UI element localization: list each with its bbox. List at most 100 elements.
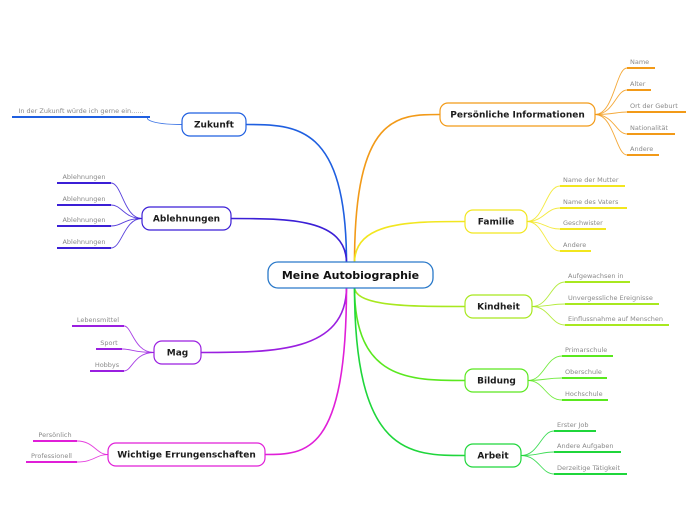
branch-label-persoenlich: Persönliche Informationen <box>450 111 584 121</box>
leaf-node-zukunft-0[interactable]: In der Zukunft würde ich gerne ein...... <box>12 107 150 118</box>
leaf-node-bildung-1[interactable]: Oberschule <box>562 368 607 379</box>
leaf-node-persoenlich-1[interactable]: Alter <box>627 80 651 91</box>
leaf-label: Sport <box>100 339 118 347</box>
branch-label-ablehnungen: Ablehnungen <box>153 215 220 225</box>
branch-connectors <box>200 113 466 457</box>
connector-kindheit <box>353 286 466 308</box>
leaf-connectors <box>76 67 628 475</box>
connector-arbeit <box>353 286 466 457</box>
leaf-label: Name der Mutter <box>563 176 619 184</box>
branch-node-bildung[interactable]: Bildung <box>464 368 529 393</box>
leaf-node-ablehnungen-3[interactable]: Ablehnungen <box>57 238 111 249</box>
leaf-node-familie-2[interactable]: Geschwister <box>560 219 606 230</box>
branch-node-kindheit[interactable]: Kindheit <box>464 294 533 319</box>
leaf-connector-persoenlich-1 <box>594 89 628 115</box>
leaf-label: Andere <box>630 145 653 153</box>
leaf-connector-arbeit-2 <box>520 455 555 475</box>
leaf-label: Persönlich <box>38 431 71 439</box>
leaf-node-errungenschaften-1[interactable]: Professionell <box>26 452 77 463</box>
branch-label-errungenschaften: Wichtige Errungenschaften <box>117 451 256 461</box>
leaf-node-familie-3[interactable]: Andere <box>560 241 591 252</box>
leaf-node-ablehnungen-1[interactable]: Ablehnungen <box>57 195 111 206</box>
leaf-node-persoenlich-0[interactable]: Name <box>627 58 655 69</box>
leaf-label: Andere <box>563 241 586 249</box>
leaf-label: Name des Vaters <box>563 198 619 206</box>
leaf-node-bildung-2[interactable]: Hochschule <box>562 390 608 401</box>
leaf-node-familie-1[interactable]: Name des Vaters <box>560 198 627 209</box>
branch-node-arbeit[interactable]: Arbeit <box>464 443 522 468</box>
leaf-connector-familie-3 <box>526 221 561 252</box>
branch-label-bildung: Bildung <box>477 377 516 387</box>
leaf-node-kindheit-1[interactable]: Unvergessliche Ereignisse <box>565 294 659 305</box>
connector-mag <box>200 286 348 354</box>
branch-node-familie[interactable]: Familie <box>464 209 528 234</box>
connector-ablehnungen <box>230 217 348 264</box>
leaf-node-mag-1[interactable]: Sport <box>96 339 122 350</box>
leaf-node-errungenschaften-0[interactable]: Persönlich <box>33 431 77 442</box>
connector-bildung <box>353 286 466 382</box>
branch-node-ablehnungen[interactable]: Ablehnungen <box>141 206 232 231</box>
leaf-node-persoenlich-2[interactable]: Ort der Geburt <box>627 102 686 113</box>
leaf-label: Hobbys <box>95 361 120 369</box>
leaf-node-kindheit-0[interactable]: Aufgewachsen in <box>565 272 630 283</box>
leaf-connector-arbeit-1 <box>520 451 555 456</box>
leaf-label: Ort der Geburt <box>630 102 678 110</box>
leaf-connector-zukunft-0 <box>146 116 183 125</box>
leaf-connector-bildung-2 <box>527 380 563 401</box>
branch-node-mag[interactable]: Mag <box>153 340 202 365</box>
leaf-connector-ablehnungen-1 <box>110 204 143 219</box>
leaf-label: Ablehnungen <box>62 195 105 203</box>
leaf-node-mag-0[interactable]: Lebensmittel <box>72 316 124 327</box>
leaf-connector-mag-2 <box>123 352 155 372</box>
leaf-connector-persoenlich-4 <box>594 114 628 156</box>
branch-label-mag: Mag <box>167 349 188 359</box>
branch-label-kindheit: Kindheit <box>477 303 521 313</box>
leaf-connector-arbeit-0 <box>520 430 555 456</box>
connector-zukunft <box>245 123 348 264</box>
branch-node-persoenlich[interactable]: Persönliche Informationen <box>439 102 596 127</box>
leaf-label: Andere Aufgaben <box>557 442 614 450</box>
leaf-label: Derzeitige Tätigkeit <box>557 464 620 472</box>
leaf-label: Oberschule <box>565 368 602 376</box>
leaf-connector-ablehnungen-3 <box>110 218 143 249</box>
leaf-node-arbeit-1[interactable]: Andere Aufgaben <box>554 442 621 453</box>
leaf-connector-familie-0 <box>526 185 561 222</box>
leaf-node-ablehnungen-2[interactable]: Ablehnungen <box>57 216 111 227</box>
leaf-node-mag-2[interactable]: Hobbys <box>90 361 124 372</box>
central-topic-label: Meine Autobiographie <box>282 269 419 282</box>
leaf-connector-kindheit-0 <box>531 281 566 307</box>
leaf-connector-persoenlich-3 <box>594 114 628 135</box>
central-topic[interactable]: Meine Autobiographie <box>267 261 434 289</box>
leaf-nodes: In der Zukunft würde ich gerne ein......… <box>12 58 686 475</box>
leaf-node-bildung-0[interactable]: Primarschule <box>562 346 613 357</box>
leaf-node-ablehnungen-0[interactable]: Ablehnungen <box>57 173 111 184</box>
leaf-node-kindheit-2[interactable]: Einflussnahme auf Menschen <box>565 315 669 326</box>
leaf-connector-bildung-0 <box>527 355 563 381</box>
leaf-connector-ablehnungen-0 <box>110 182 143 219</box>
leaf-connector-errungenschaften-1 <box>76 454 109 463</box>
leaf-label: Alter <box>630 80 646 88</box>
branch-label-zukunft: Zukunft <box>194 121 235 131</box>
branch-node-zukunft[interactable]: Zukunft <box>181 112 247 137</box>
leaf-label: Erster Job <box>557 421 588 429</box>
leaf-label: Geschwister <box>563 219 603 227</box>
leaf-node-persoenlich-3[interactable]: Nationalität <box>627 124 675 135</box>
branch-node-errungenschaften[interactable]: Wichtige Errungenschaften <box>107 442 266 467</box>
connector-persoenlich <box>353 113 441 264</box>
leaf-node-arbeit-2[interactable]: Derzeitige Tätigkeit <box>554 464 627 475</box>
leaf-label: Ablehnungen <box>62 238 105 246</box>
leaf-node-persoenlich-4[interactable]: Andere <box>627 145 659 156</box>
leaf-node-arbeit-0[interactable]: Erster Job <box>554 421 596 432</box>
leaf-label: Nationalität <box>630 124 668 132</box>
leaf-connector-familie-1 <box>526 207 561 222</box>
leaf-label: Aufgewachsen in <box>568 272 623 280</box>
leaf-label: Hochschule <box>565 390 603 398</box>
leaf-label: Primarschule <box>565 346 607 354</box>
leaf-label: Einflussnahme auf Menschen <box>568 315 663 323</box>
leaf-label: Name <box>630 58 649 66</box>
leaf-label: Unvergessliche Ereignisse <box>568 294 653 302</box>
leaf-node-familie-0[interactable]: Name der Mutter <box>560 176 625 187</box>
leaf-connector-kindheit-2 <box>531 306 566 326</box>
